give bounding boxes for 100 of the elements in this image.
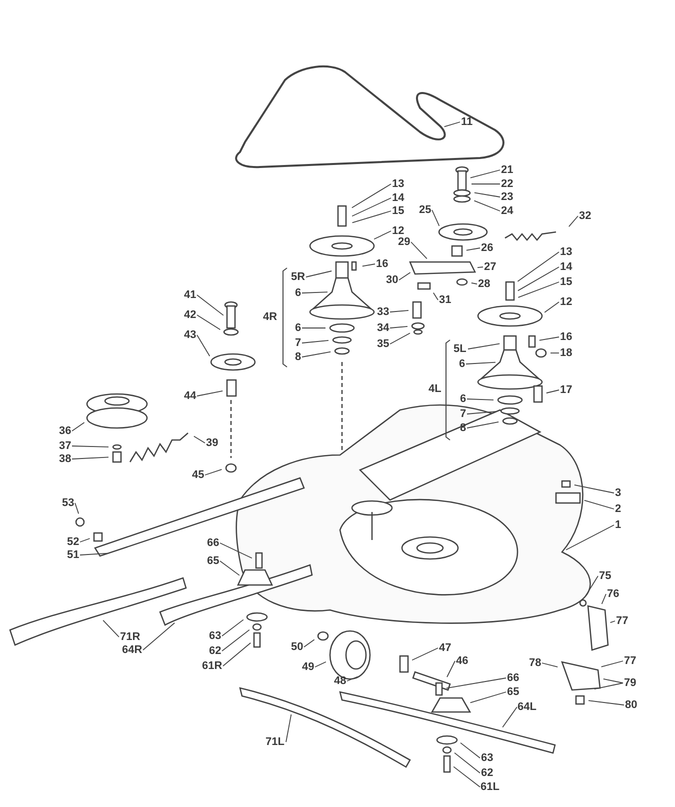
- leader-line: [74, 502, 80, 514]
- callout-number: 65: [207, 555, 220, 567]
- callout-number: 4R: [263, 311, 278, 323]
- leader-line: [193, 436, 206, 444]
- callout-number: 47: [439, 642, 452, 654]
- leader-line: [566, 524, 614, 550]
- callout-number: 13: [560, 246, 572, 258]
- leader-line: [398, 272, 411, 280]
- leader-line: [466, 248, 480, 251]
- leader-line: [222, 619, 244, 636]
- callout-number: 3: [615, 487, 622, 499]
- leader-line: [102, 620, 120, 638]
- callout-number: 78: [529, 657, 542, 669]
- callout-number: 33: [377, 306, 390, 318]
- leader-line: [474, 192, 500, 198]
- callout-number: 16: [376, 258, 388, 270]
- callout-number: 8: [295, 351, 302, 363]
- callout-number: 39: [206, 437, 218, 449]
- callout-number: 63: [209, 630, 222, 642]
- callout-number: 22: [501, 178, 514, 190]
- callout-number: 62: [209, 645, 222, 657]
- leader-line: [466, 362, 496, 364]
- leader-line: [453, 766, 480, 788]
- callout-number: 71R: [120, 631, 140, 643]
- leader-line: [568, 216, 578, 228]
- leader-line: [466, 398, 494, 400]
- leader-line: [410, 242, 428, 260]
- callout-number: 53: [62, 497, 74, 509]
- callout-number: 4L: [428, 383, 442, 395]
- callout-number: 71L: [266, 736, 284, 748]
- leader-line: [314, 661, 326, 668]
- callout-number: 16: [560, 331, 572, 343]
- callout-number: 7: [460, 408, 466, 420]
- callout-number: 61R: [202, 660, 222, 672]
- leader-line: [601, 594, 606, 604]
- callout-number: 30: [386, 274, 398, 286]
- callout-number: 7: [295, 337, 302, 349]
- callout-number: 6: [295, 322, 302, 334]
- callout-number: 37: [59, 440, 72, 452]
- leader-line: [518, 282, 560, 298]
- leader-line: [432, 292, 438, 300]
- leader-line: [584, 500, 614, 510]
- callout-number: 50: [291, 641, 304, 653]
- callout-number: 46: [456, 655, 468, 667]
- leader-line: [454, 752, 480, 774]
- callout-number: 77: [616, 615, 628, 627]
- leader-line: [351, 184, 392, 208]
- leader-line: [222, 629, 250, 652]
- callout-number: 6: [460, 393, 466, 405]
- callout-number: 48: [334, 675, 346, 687]
- callout-number: 79: [624, 677, 636, 689]
- leader-line: [72, 422, 85, 432]
- leader-line: [600, 660, 624, 668]
- callout-number: 34: [377, 322, 390, 334]
- leader-line: [460, 742, 480, 758]
- leader-line: [502, 706, 518, 728]
- leader-line: [142, 622, 176, 650]
- callout-number: 2: [615, 503, 622, 515]
- leader-line: [346, 676, 358, 682]
- callout-number: 15: [392, 205, 404, 217]
- callout-number: 31: [439, 294, 452, 306]
- callout-number: 32: [579, 210, 592, 222]
- callout-number: 5R: [291, 271, 306, 283]
- leader-line: [470, 170, 500, 178]
- callout-number: 6: [459, 358, 466, 370]
- callout-number: 61L: [480, 781, 500, 793]
- leader-line: [196, 390, 224, 396]
- leader-line: [432, 210, 440, 226]
- callout-number: 29: [398, 236, 410, 248]
- callout-number: 66: [507, 672, 520, 684]
- leader-line: [302, 351, 332, 358]
- callout-number: 77: [624, 655, 636, 667]
- callout-number: 41: [184, 289, 196, 301]
- leader-line: [544, 302, 560, 313]
- leader-line: [352, 198, 392, 217]
- callout-number: 12: [560, 296, 572, 308]
- leader-line: [470, 282, 478, 284]
- leader-line: [538, 336, 560, 341]
- callout-number: 66: [207, 537, 220, 549]
- callout-number: 25: [419, 204, 432, 216]
- callout-number: 49: [302, 661, 314, 673]
- leader-line: [466, 421, 500, 428]
- leader-line: [574, 484, 614, 494]
- leader-line: [466, 410, 497, 414]
- callout-number: 65: [507, 686, 520, 698]
- callout-number: 44: [184, 390, 196, 402]
- leader-line: [446, 678, 506, 689]
- callout-number: 62: [481, 767, 494, 779]
- leader-line: [390, 326, 408, 328]
- leader-line: [374, 230, 392, 240]
- callout-number: 64L: [518, 701, 536, 713]
- callout-number: 63: [481, 752, 494, 764]
- callout-number: 26: [481, 242, 494, 254]
- callout-number: 21: [501, 164, 514, 176]
- callout-number: 64R: [122, 644, 142, 656]
- callout-number: 51: [67, 549, 80, 561]
- callout-number: 17: [560, 384, 572, 396]
- leader-line: [602, 678, 624, 684]
- callout-number: 45: [192, 469, 204, 481]
- callout-number: 15: [560, 276, 572, 288]
